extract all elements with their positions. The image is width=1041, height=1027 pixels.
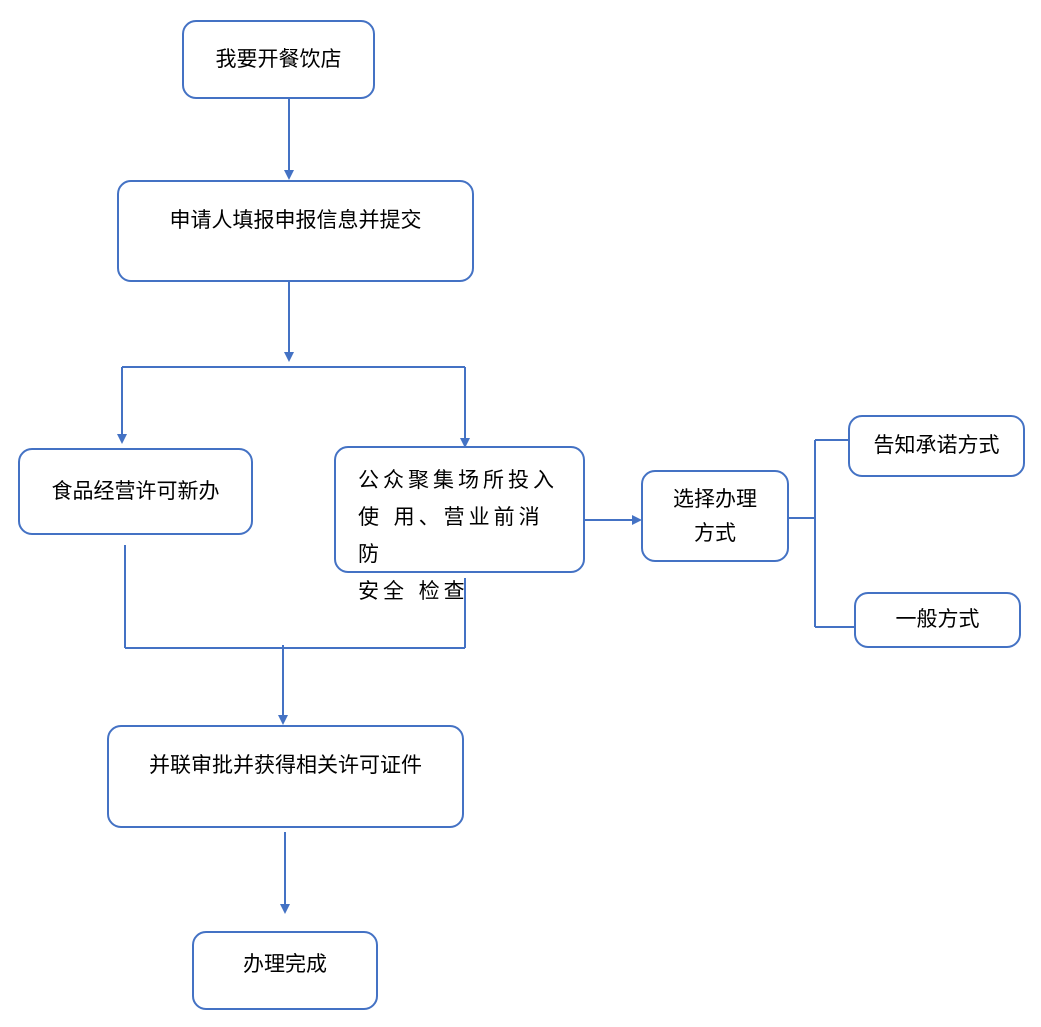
node-joint-review: 并联审批并获得相关许可证件 [107, 725, 464, 828]
node-choose-method-line-1: 选择办理 [673, 487, 757, 511]
node-food-license: 食品经营许可新办 [18, 448, 253, 535]
node-general: 一般方式 [854, 592, 1021, 648]
node-fire-check-line-1: 公众聚集场所投入 [358, 468, 558, 492]
node-choose-method-line-2: 方式 [694, 521, 736, 545]
node-general-label: 一般方式 [895, 607, 980, 632]
node-apply-label: 申请人填报申报信息并提交 [169, 208, 422, 232]
node-fire-check-line-2: 使 用、营业前消防 [358, 505, 544, 566]
node-food-license-label: 食品经营许可新办 [51, 478, 220, 503]
node-notify-commit: 告知承诺方式 [848, 415, 1025, 477]
node-notify-commit-label: 告知承诺方式 [873, 433, 1000, 458]
node-done: 办理完成 [192, 931, 378, 1010]
node-choose-method: 选择办理 方式 [641, 470, 789, 562]
node-joint-review-label: 并联审批并获得相关许可证件 [149, 753, 422, 777]
node-done-label: 办理完成 [243, 951, 327, 976]
node-apply: 申请人填报申报信息并提交 [117, 180, 474, 282]
node-start: 我要开餐饮店 [182, 20, 375, 99]
node-fire-check: 公众聚集场所投入 使 用、营业前消防 安全 检查 [334, 446, 585, 603]
node-fire-check-line-3: 安全 检查 [358, 579, 469, 603]
node-start-label: 我要开餐饮店 [215, 46, 342, 71]
